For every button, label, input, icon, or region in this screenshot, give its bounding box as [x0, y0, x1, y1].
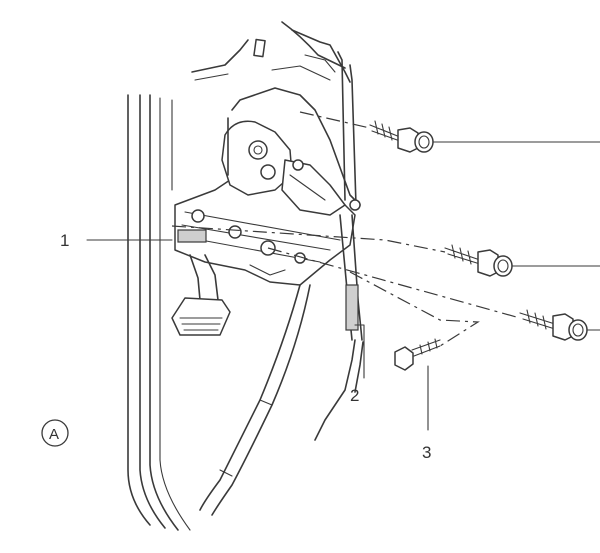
view-label-text: A	[49, 426, 59, 443]
screw-item-3	[394, 338, 441, 371]
callout-2: 2	[350, 324, 365, 405]
callout-3-label: 3	[422, 443, 431, 462]
callout-1-label: 1	[60, 231, 69, 250]
leader-lines	[432, 141, 600, 331]
callout-3: 3	[422, 365, 431, 462]
push-rod	[314, 214, 364, 441]
callout-2-label: 2	[350, 386, 359, 405]
pivot-mechanism	[221, 87, 361, 216]
view-label: A	[41, 419, 69, 447]
body-frame	[127, 94, 191, 531]
cable	[199, 284, 311, 516]
pedal-arm	[171, 254, 231, 336]
callout-1: 1	[60, 231, 173, 250]
dash-panel	[191, 21, 357, 206]
bolt-middle	[444, 244, 513, 277]
bolt-centerlines	[171, 111, 521, 347]
bolt-lower	[519, 309, 588, 341]
bolt-upper	[369, 120, 434, 153]
